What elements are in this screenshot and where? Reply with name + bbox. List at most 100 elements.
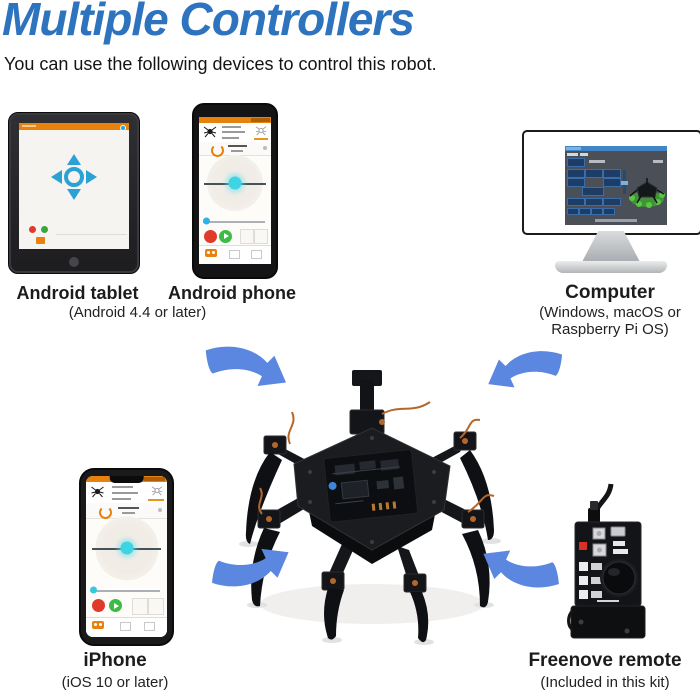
monitor-stand-base xyxy=(555,261,667,273)
arrow-to-robot-icon xyxy=(205,346,287,387)
phone-app-screen xyxy=(199,117,271,264)
android-version-note: (Android 4.4 or later) xyxy=(68,304,207,321)
spider-logo-icon xyxy=(91,486,104,498)
dpad-up-icon xyxy=(67,154,81,166)
robot-body xyxy=(293,427,451,564)
record-icon xyxy=(29,226,36,233)
status-text-line xyxy=(595,219,637,222)
header-text-line xyxy=(111,486,133,489)
spider-outline-icon xyxy=(151,486,163,496)
tab-bar xyxy=(199,245,271,264)
iphone-app-screen xyxy=(86,476,167,637)
computer-screen xyxy=(529,137,695,228)
action-placeholder xyxy=(253,228,269,245)
device-name-line xyxy=(227,145,247,148)
robot-right-legs xyxy=(397,418,495,643)
header-text-line xyxy=(111,497,132,500)
connect-button xyxy=(567,158,585,167)
freenove-remote-device xyxy=(567,483,646,639)
control-button xyxy=(603,169,621,178)
usb-port xyxy=(610,526,626,537)
app-titlebar-tab xyxy=(566,147,581,150)
android-tablet-device xyxy=(8,112,140,274)
screen-divider xyxy=(56,234,127,235)
small-button xyxy=(591,208,603,215)
gait-button xyxy=(567,198,585,206)
control-button xyxy=(567,178,585,187)
action-placeholder xyxy=(131,598,148,616)
slider-thumb-icon xyxy=(202,217,210,225)
arrow-to-robot-icon xyxy=(483,550,559,588)
device-status-line xyxy=(121,512,136,514)
tab-bar xyxy=(86,616,167,637)
android-phone-label: Android phone xyxy=(168,283,296,303)
gear-icon xyxy=(120,124,126,131)
small-button xyxy=(579,208,591,215)
iphone-version-note: (iOS 10 or later) xyxy=(61,674,169,691)
gear-icon xyxy=(158,507,163,512)
header-text-line xyxy=(222,131,246,134)
control-button xyxy=(582,187,604,196)
header-text-line xyxy=(222,126,241,129)
channel-text-line xyxy=(653,160,663,163)
speed-slider xyxy=(86,586,167,594)
power-led xyxy=(579,542,587,550)
brand-text-line xyxy=(148,498,164,501)
app-bar-menu-icon xyxy=(22,125,36,127)
gamepad-icon xyxy=(204,249,217,258)
speed-slider xyxy=(199,217,271,225)
dpad-right-icon xyxy=(86,170,97,185)
computer-os-note: (Windows, macOS or Raspberry Pi OS) xyxy=(539,304,681,338)
play-icon xyxy=(219,229,233,243)
robot-left-legs xyxy=(245,411,354,640)
slider-track xyxy=(203,221,265,224)
device-status-line xyxy=(230,150,243,152)
vertical-slider-thumb xyxy=(621,181,628,185)
control-button xyxy=(567,169,585,178)
joystick-icon xyxy=(120,541,133,555)
play-icon xyxy=(108,599,122,613)
device-name-line xyxy=(118,506,140,509)
hexapod-robot-photo xyxy=(239,370,501,645)
gait-button xyxy=(603,198,621,206)
iphone-device xyxy=(79,468,174,646)
iphone-label: iPhone xyxy=(83,650,147,671)
robot-head-servo xyxy=(349,370,431,435)
button-column xyxy=(579,562,602,599)
computer-label: Computer xyxy=(565,282,655,303)
tab-icon xyxy=(250,249,262,259)
menu-item xyxy=(567,153,578,156)
spider-outline-icon xyxy=(256,126,267,136)
desktop-app-window xyxy=(565,146,667,225)
app-header xyxy=(86,482,167,504)
tab-icon xyxy=(229,249,241,259)
tab-icon xyxy=(120,621,132,631)
slider-thumb-icon xyxy=(90,586,98,594)
header-text-line xyxy=(111,491,138,494)
tablet-app-bar xyxy=(19,123,129,131)
app-header xyxy=(199,122,271,142)
joystick-icon xyxy=(602,561,636,595)
brand-text-line xyxy=(254,137,269,140)
status-bar xyxy=(199,117,271,123)
control-button xyxy=(585,169,603,178)
robot-pcb xyxy=(323,449,419,523)
dpad-icon xyxy=(51,154,97,201)
dpad-center-ring-icon xyxy=(64,167,84,188)
arrow-to-robot-icon xyxy=(212,548,289,587)
small-button xyxy=(603,208,615,215)
tablet-app-screen xyxy=(19,123,129,249)
gamepad-icon xyxy=(92,620,105,629)
record-icon xyxy=(204,229,218,243)
computer-monitor xyxy=(522,130,700,235)
robot-3d-view xyxy=(629,178,665,208)
home-button-icon xyxy=(69,257,79,267)
record-icon xyxy=(91,599,105,613)
tab-icon xyxy=(144,621,156,631)
spider-logo-icon xyxy=(203,126,216,138)
gear-icon xyxy=(262,145,267,150)
toolbar-text-line xyxy=(589,160,605,163)
refresh-icon xyxy=(210,144,224,158)
action-placeholder xyxy=(148,598,164,616)
